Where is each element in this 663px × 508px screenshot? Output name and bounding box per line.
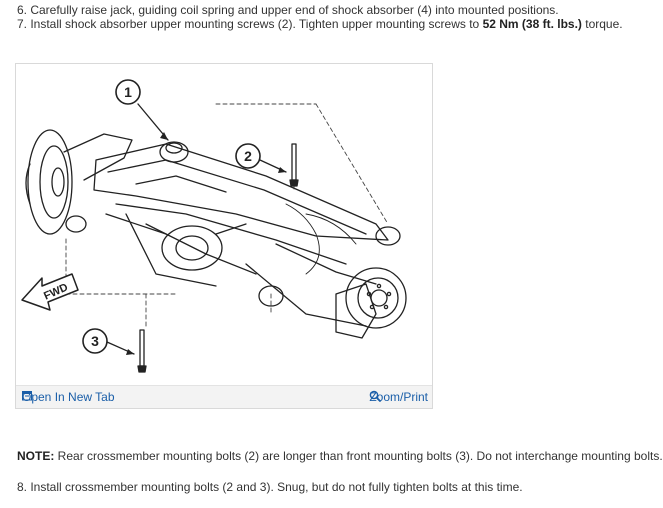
step-8-text: 8. Install crossmember mounting bolts (2… — [17, 480, 523, 494]
step-7-pre: 7. Install shock absorber upper mounting… — [17, 17, 483, 31]
callout-1: 1 — [115, 79, 141, 105]
zoom-print-label: Zoom/Print — [369, 390, 428, 404]
callout-1-label: 1 — [124, 84, 132, 100]
callout-2: 2 — [235, 143, 261, 169]
callout-3: 3 — [82, 328, 108, 354]
fwd-arrow-icon: FWD — [21, 273, 79, 311]
step-7-post: torque. — [581, 17, 623, 31]
figure-toolbar: Open In New Tab Zoom/Print — [16, 385, 432, 408]
zoom-print-link[interactable]: Zoom/Print — [369, 390, 428, 404]
callout-2-label: 2 — [244, 148, 252, 164]
note-label: NOTE: — [17, 449, 55, 463]
note-text: NOTE: Rear crossmember mounting bolts (2… — [17, 449, 663, 464]
note-body: Rear crossmember mounting bolts (2) are … — [54, 449, 663, 463]
callout-3-label: 3 — [91, 333, 99, 349]
magnifier-icon — [370, 390, 382, 402]
torque-value: 52 Nm (38 ft. lbs.) — [482, 17, 582, 31]
step-6-text: 6. Carefully raise jack, guiding coil sp… — [17, 3, 559, 17]
open-in-new-tab-link[interactable]: Open In New Tab — [22, 390, 115, 404]
open-in-new-tab-icon — [22, 391, 32, 401]
suspension-diagram[interactable]: 1 2 3 FWD — [16, 64, 432, 386]
open-in-new-tab-label: Open In New Tab — [22, 390, 115, 404]
step-7-text: 7. Install shock absorber upper mounting… — [17, 17, 623, 32]
figure-container: 1 2 3 FWD Open In New Tab — [15, 63, 433, 409]
